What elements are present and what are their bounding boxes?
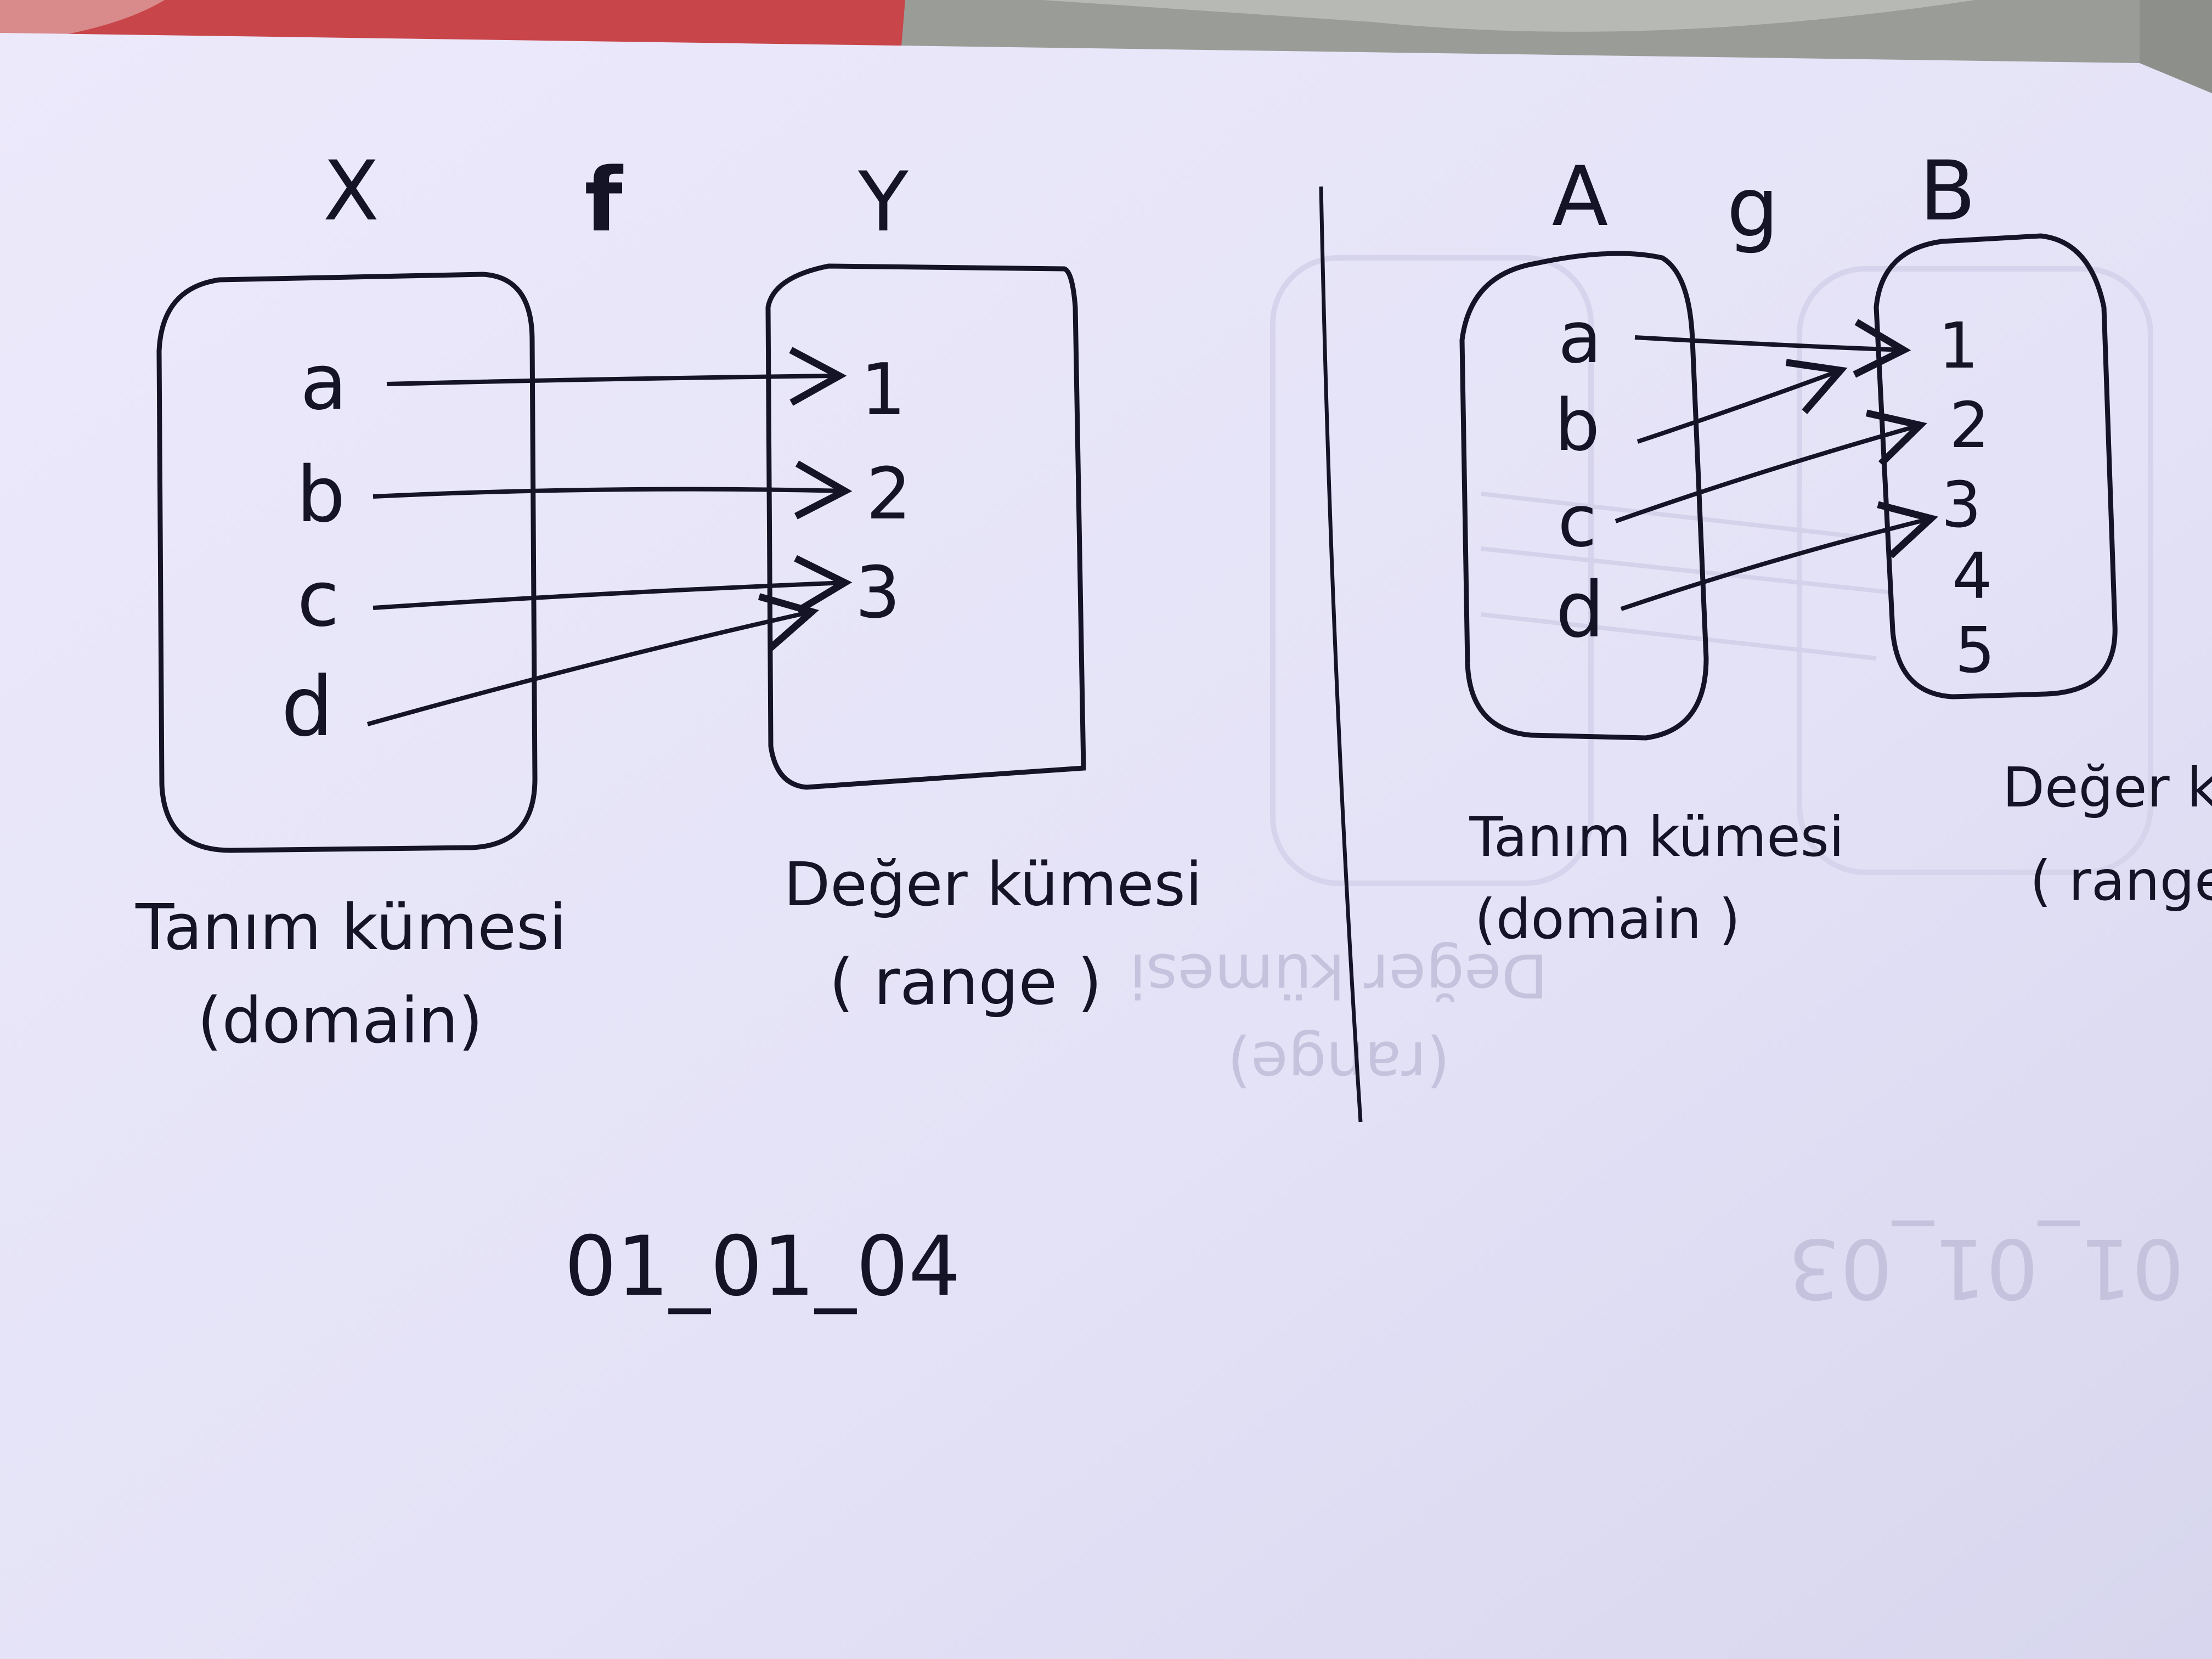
- right-codomain-set-label: B: [1920, 144, 1976, 239]
- right-codomain-caption-1: Değer k: [2002, 755, 2212, 820]
- paper-sheet: [0, 33, 2212, 1659]
- right-domain-oval: [1459, 251, 1709, 741]
- left-codomain-oval: [765, 263, 1086, 790]
- left-arrow-d-to-3: [366, 593, 820, 726]
- right-domain-element-b: b: [1555, 383, 1600, 467]
- left-function-label: f: [584, 149, 624, 251]
- right-function-diagram: A g B a b c d 1 2 3 4 5 Tanım kümesi (do…: [1459, 144, 2212, 951]
- left-codomain-set-label: Y: [857, 155, 909, 250]
- left-domain-element-b: b: [297, 450, 346, 540]
- left-codomain-element-2: 2: [866, 452, 912, 535]
- date-label: 01_01_04: [565, 1219, 961, 1314]
- right-codomain-element-2: 2: [1949, 389, 1989, 462]
- faint-caption-1: Değer kümesi: [1130, 940, 1548, 1011]
- left-domain-caption-2: (domain): [198, 984, 483, 1058]
- right-domain-caption-1: Tanım kümesi: [1469, 805, 1844, 869]
- left-codomain-element-3: 3: [855, 551, 901, 634]
- left-domain-caption-1: Tanım kümesi: [135, 891, 567, 964]
- right-domain-element-a: a: [1558, 296, 1602, 379]
- left-arrow-c-to-3: [373, 555, 853, 614]
- right-arrow-a-to-1: [1634, 319, 1911, 378]
- left-function-diagram: X f Y a b c d 1 2 3 Tanım kümesi (domain…: [135, 144, 1202, 1058]
- right-arrow-d-to-3: [1620, 501, 1938, 611]
- right-domain-set-label: A: [1552, 149, 1609, 245]
- left-codomain-caption-1: Değer kümesi: [784, 849, 1203, 919]
- right-arrow-c-to-2: [1615, 409, 1927, 523]
- right-function-label: g: [1726, 160, 1779, 256]
- faint-caption-2: (range): [1227, 1028, 1450, 1098]
- left-domain-element-a: a: [300, 338, 347, 427]
- right-codomain-element-4: 4: [1952, 540, 1992, 613]
- right-codomain-oval: [1874, 233, 2118, 699]
- right-domain-caption-2: (domain ): [1475, 887, 1740, 951]
- page-divider: [1319, 186, 1363, 1122]
- right-domain-element-d: d: [1556, 566, 1605, 655]
- faint-imprint: 01_01_03 Değer kümesi (range): [1130, 255, 2185, 1316]
- right-domain-element-c: c: [1558, 479, 1596, 563]
- right-arrow-b-to-1: [1637, 359, 1848, 444]
- right-codomain-element-5: 5: [1955, 614, 1995, 687]
- right-codomain-caption-2: ( range: [2030, 849, 2212, 913]
- left-codomain-element-1: 1: [861, 348, 906, 431]
- left-arrow-a-to-1: [386, 347, 847, 406]
- right-codomain-element-3: 3: [1941, 469, 1981, 542]
- left-domain-oval: [156, 272, 538, 853]
- left-codomain-caption-2: ( range ): [829, 946, 1102, 1019]
- left-domain-element-c: c: [297, 555, 340, 644]
- left-domain-element-d: d: [281, 659, 333, 755]
- left-arrow-b-to-2: [373, 460, 853, 520]
- right-codomain-element-1: 1: [1938, 309, 1978, 383]
- left-domain-set-label: X: [323, 144, 380, 239]
- faint-date: 01_01_03: [1788, 1220, 2185, 1316]
